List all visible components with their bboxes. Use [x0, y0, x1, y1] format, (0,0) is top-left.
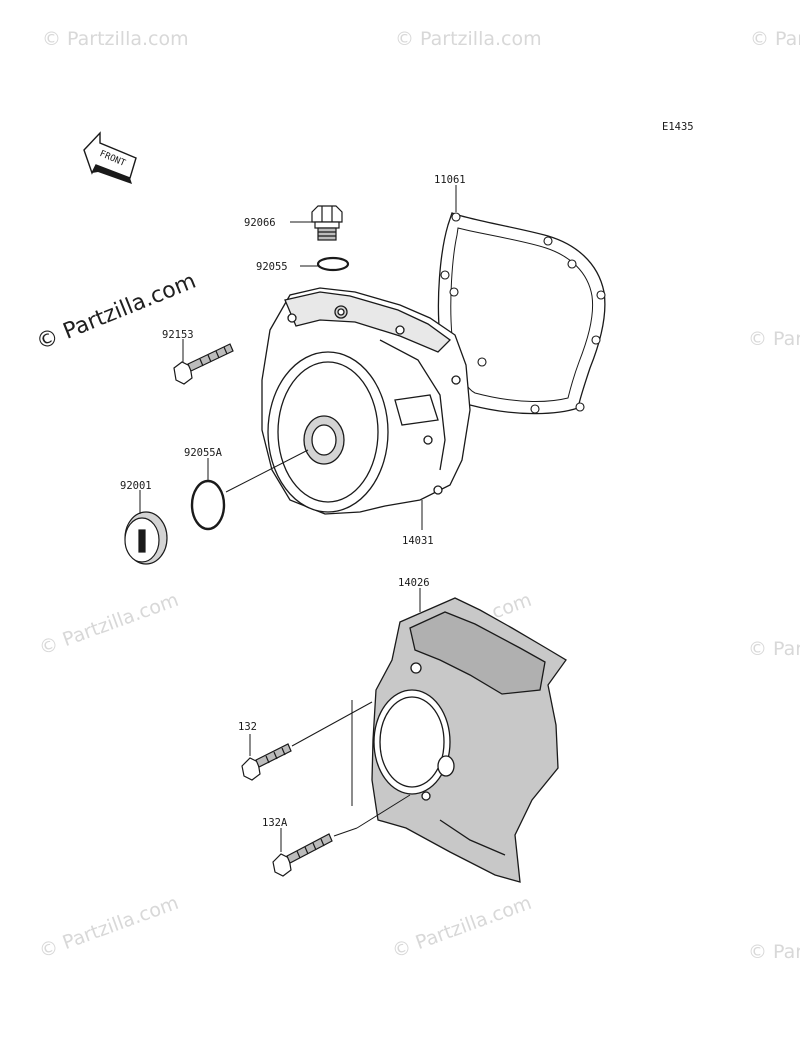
- callout-92055a: 92055A: [184, 447, 223, 459]
- callout-132: 132: [238, 721, 257, 733]
- callout-92153: 92153: [162, 329, 194, 341]
- callout-11061: 11061: [434, 174, 466, 186]
- watermark: © Partzilla.com: [748, 638, 800, 660]
- watermark: © Partzilla.com: [42, 28, 189, 50]
- watermark: © Partzilla.com: [389, 892, 534, 963]
- callout-92055: 92055: [256, 261, 288, 273]
- diagram-code: E1435: [662, 121, 694, 133]
- watermark: © Partzilla.com: [750, 28, 800, 50]
- callout-14026: 14026: [398, 577, 430, 589]
- o-ring-92055a: [190, 479, 226, 531]
- watermark: © Partzilla.com: [748, 328, 800, 350]
- bolt-132a: [272, 833, 333, 877]
- generator-cover-14031: [261, 287, 471, 515]
- callout-14031: 14031: [402, 535, 434, 547]
- gasket-11061: [437, 212, 606, 415]
- front-arrow-icon: FRONT: [83, 131, 137, 184]
- cap-92001: [124, 511, 168, 565]
- watermark: © Partzilla.com: [395, 28, 542, 50]
- watermark: © Partzilla.com: [36, 589, 181, 660]
- callout-92001: 92001: [120, 480, 152, 492]
- bolt-132: [241, 743, 292, 781]
- callout-132a: 132A: [262, 817, 288, 829]
- callout-92066: 92066: [244, 217, 276, 229]
- watermark: © Partzilla.com: [36, 892, 181, 963]
- o-ring-92055: [316, 256, 350, 272]
- watermark-main: © Partzilla.com: [33, 269, 200, 356]
- plug-92066: [311, 205, 343, 241]
- bolt-92153: [173, 343, 234, 385]
- watermark: © Partzilla.com: [748, 941, 800, 963]
- sprocket-cover-14026: [371, 597, 567, 883]
